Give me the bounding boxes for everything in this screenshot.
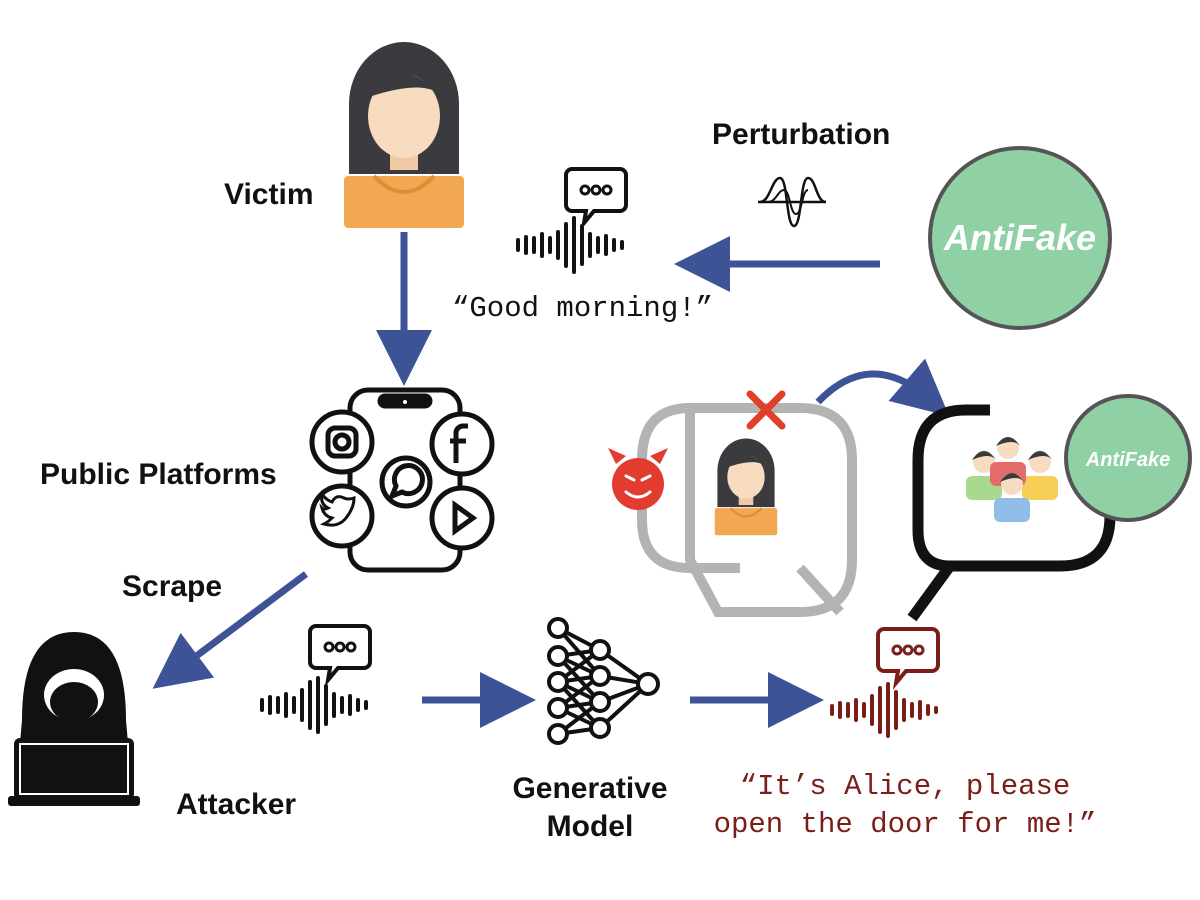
fake-speech-bubble-icon (876, 627, 940, 685)
generative-model-neural-network-icon (547, 617, 660, 745)
antifake-badge: AntiFake (928, 146, 1112, 330)
attacker-label: Attacker (176, 788, 297, 821)
generative-model-label-line2: Model (546, 810, 634, 843)
generative-model-label-line1: Generative (512, 772, 668, 805)
victim-icon (342, 40, 466, 230)
protected-bubble (907, 404, 1116, 622)
good-morning-quote: “Good morning!” (452, 292, 714, 325)
impersonated-victim-icon (713, 437, 779, 537)
social-platforms-icon (309, 387, 495, 573)
attacker-speech-bubble-icon (308, 624, 372, 682)
attacker-hacker-icon (8, 632, 140, 806)
people-group-icon (966, 437, 1058, 522)
victim-label: Victim (224, 178, 314, 211)
fake-quote-line2: open the door for me!” (713, 808, 1097, 841)
arrow-curved-to-protected (815, 358, 950, 417)
impersonation-bubble (637, 403, 857, 617)
arrow-platforms-to-attacker (152, 571, 309, 689)
scrape-label: Scrape (122, 570, 223, 603)
antifake-small-badge: AntiFake (1064, 394, 1192, 522)
arrows (152, 232, 950, 728)
antifake-label: AntiFake (943, 217, 1096, 258)
antifake-small-label: AntiFake (1085, 449, 1170, 471)
speech-waveform-icon (516, 216, 624, 274)
devil-emoji-icon (608, 448, 668, 510)
fake-quote-line1: “It’s Alice, please (739, 770, 1071, 803)
fake-speech-waveform-icon (830, 682, 938, 738)
perturbation-label: Perturbation (712, 118, 891, 151)
public-platforms-label: Public Platforms (40, 458, 277, 491)
rejected-cross-icon (746, 390, 786, 430)
attacker-speech-waveform-icon (260, 676, 368, 734)
perturbation-waveform-icon (758, 176, 827, 228)
speech-bubble-icon (564, 167, 628, 225)
